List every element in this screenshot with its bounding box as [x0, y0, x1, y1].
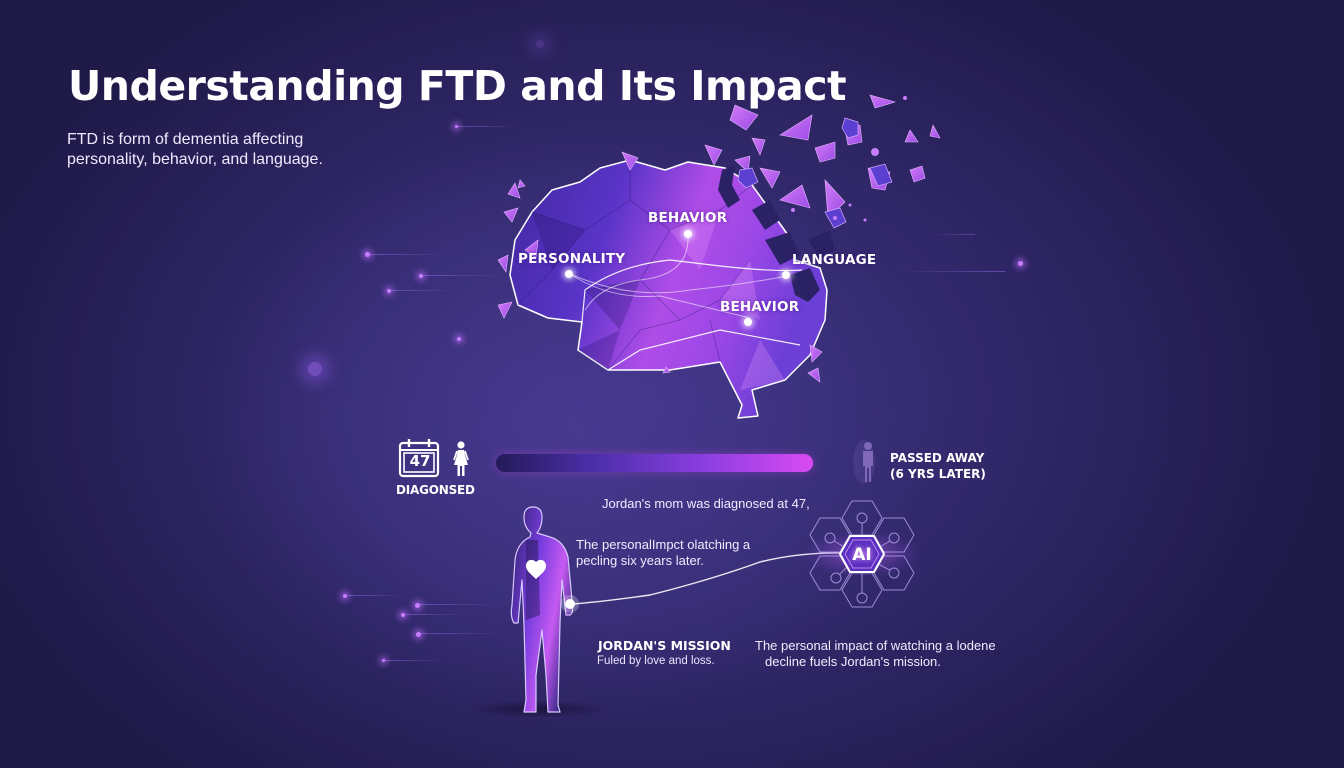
brain-label-language: LANGUAGE	[792, 252, 877, 268]
diagnosed-label: DIAGONSED	[396, 483, 475, 497]
faded-person-icon	[853, 440, 875, 484]
star-trail	[405, 614, 465, 615]
star-trail	[347, 595, 407, 596]
floor-shadow	[470, 700, 610, 718]
passed-away-label: PASSED AWAY (6 YRS LATER)	[890, 450, 986, 482]
person-silhouette	[510, 506, 579, 713]
star-trail	[385, 660, 445, 661]
intro-line: personality, behavior, and language.	[67, 151, 323, 168]
mission-description-line: decline fuels Jordan's mission.	[765, 654, 941, 669]
star-decoration	[457, 337, 461, 341]
intro-line: FTD is form of dementia affecting	[67, 131, 304, 148]
star-decoration	[415, 603, 420, 608]
brain-label-behavior-bottom: BEHAVIOR	[720, 299, 800, 315]
mission-subtitle: Fuled by love and loss.	[597, 655, 715, 667]
brain-node-personality	[565, 270, 573, 278]
mission-description-line: The personal impact of watching a lodene	[755, 638, 996, 653]
star-decoration	[401, 613, 405, 617]
ai-badge-label: AI	[852, 545, 872, 565]
glow-decoration	[536, 40, 544, 48]
star-trail	[900, 271, 1005, 272]
star-decoration	[387, 289, 391, 293]
star-trail	[930, 234, 975, 235]
star-decoration	[455, 125, 458, 128]
mission-description: The personal impact of watching a lodene…	[755, 638, 996, 670]
star-decoration	[419, 274, 423, 278]
star-trail	[421, 633, 501, 634]
star-trail	[370, 254, 450, 255]
star-trail	[423, 275, 503, 276]
star-decoration	[343, 594, 347, 598]
calendar-icon	[398, 439, 440, 478]
brain-label-personality: PERSONALITY	[518, 251, 626, 267]
passed-away-line: (6 YRS LATER)	[890, 467, 986, 481]
star-trail	[391, 290, 451, 291]
story-line: pecling six years later.	[576, 553, 704, 568]
calendar-number: 47	[409, 452, 431, 470]
intro-text: FTD is form of dementia affecting person…	[67, 130, 367, 170]
star-decoration	[416, 632, 421, 637]
brain-node-behavior-top	[684, 230, 692, 238]
star-decoration	[382, 659, 385, 662]
ai-hexagon-network	[802, 500, 922, 608]
passed-away-line: PASSED AWAY	[890, 451, 985, 465]
timeline-progress-bar	[496, 454, 813, 472]
brain-illustration	[497, 94, 941, 419]
story-line-diagnosis: Jordan's mom was diagnosed at 47,	[602, 496, 810, 511]
woman-icon	[453, 441, 469, 476]
story-line-impact: The personalImpct olatching a pecling si…	[576, 537, 776, 569]
glow-decoration	[308, 362, 322, 376]
star-decoration	[365, 252, 370, 257]
star-trail	[420, 604, 500, 605]
star-decoration	[1018, 261, 1023, 266]
brain-label-behavior-top: BEHAVIOR	[648, 210, 728, 226]
connector-line	[571, 552, 846, 605]
brain-node-behavior-bottom	[744, 318, 752, 326]
star-trail	[458, 126, 518, 127]
brain-node-language	[782, 271, 790, 279]
page-title: Understanding FTD and Its Impact	[68, 62, 847, 110]
story-line: The personalImpct olatching a	[576, 537, 751, 552]
mission-title: JORDAN'S MISSION	[598, 638, 731, 653]
heart-icon	[526, 559, 546, 579]
